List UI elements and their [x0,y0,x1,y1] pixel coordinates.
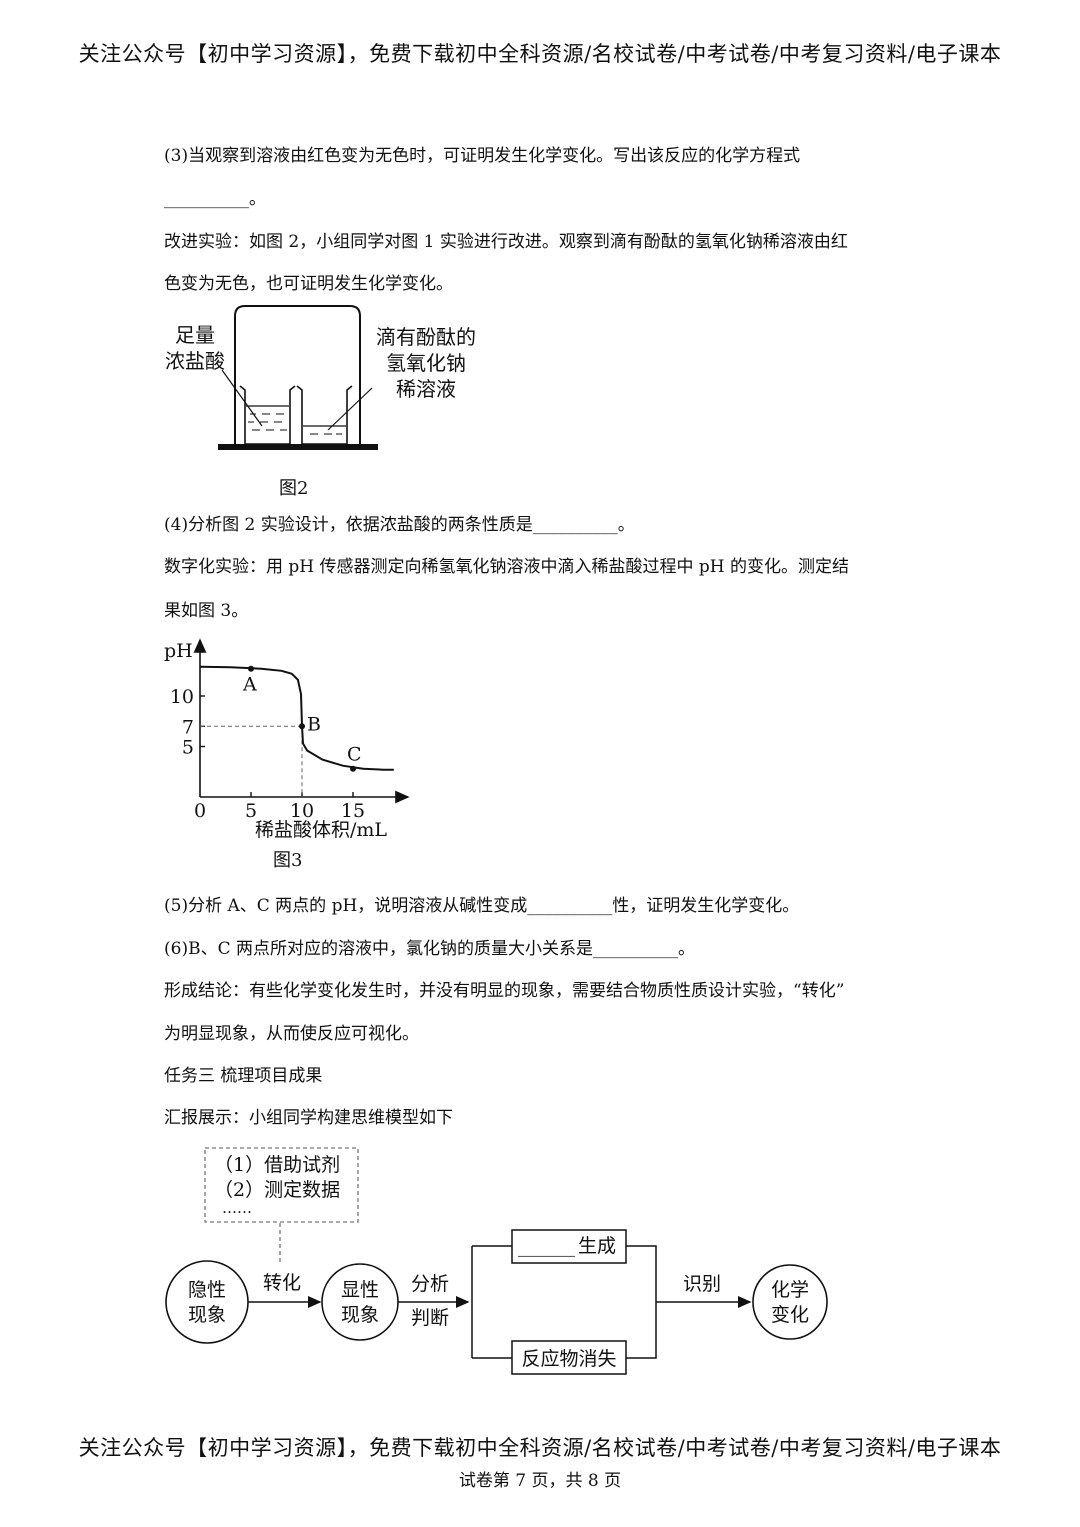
figure-2-apparatus: 足量 浓盐酸 滴有酚酞的 氢氧化钠 稀溶液 [165,305,476,450]
digital-text-1: 数字化实验：用 pH 传感器测定向稀氢氧化钠溶液中滴入稀盐酸过程中 pH 的变化… [164,557,850,577]
bottom-banner: 关注公众号【初中学习资源】，免费下载初中全科资源/名校试卷/中考试卷/中考复习资… [78,1436,1002,1460]
y-tick-label: 7 [182,716,194,738]
conclusion-text-2: 为明显现象，从而使反应可视化。 [164,1024,419,1044]
point-label-c: C [347,744,362,766]
y-tick-label: 5 [182,737,194,759]
improve-text-2: 色变为无色，也可证明发生化学变化。 [164,274,453,294]
point-c [350,765,356,772]
ph-curve [199,665,394,771]
method-1: （1）借助试剂 [214,1154,340,1176]
left-beaker [239,385,296,445]
transform-label: 转化 [263,1272,301,1294]
bell-jar [234,305,361,446]
dashed-method-box [204,1147,359,1223]
conclusion-text-1: 形成结论：有些化学变化发生时，并没有明显的现象，需要结合物质性质设计实验，“转化… [164,981,845,1001]
chemical-change-circle [752,1264,828,1340]
visible-2: 现象 [341,1304,379,1326]
task-3-heading: 任务三 梳理项目成果 [164,1066,323,1086]
method-3: …… [222,1199,252,1217]
point-label-a: A [242,674,257,696]
visible-phenomenon-circle [321,1263,399,1341]
product-label: 生成 [578,1235,616,1257]
label-naoh-1: 滴有酚酞的 [376,325,476,349]
thinking-model-diagram: （1）借助试剂 （2）测定数据 …… 隐性 现象 转化 显性 现象 分析 判断 … [165,1147,828,1375]
label-concentrated-hcl-2: 浓盐酸 [165,349,225,373]
x-axis-label: 稀盐酸体积/mL [255,819,387,841]
hidden-phenomenon-circle [165,1260,249,1344]
label-concentrated-hcl-1: 足量 [175,323,215,347]
visible-1: 显性 [341,1279,379,1301]
analyze-1: 分析 [411,1273,449,1295]
top-banner: 关注公众号【初中学习资源】，免费下载初中全科资源/名校试卷/中考试卷/中考复习资… [78,42,1002,66]
base-plate [218,444,378,450]
question-3: (3)当观察到溶液由红色变为无色时，可证明发生化学变化。写出该反应的化学方程式 [164,146,801,166]
right-beaker [296,385,353,445]
figure-2-caption: 图2 [279,478,309,499]
hidden-1: 隐性 [188,1279,226,1301]
point-a [248,665,254,672]
chem-2: 变化 [771,1304,809,1326]
x-tick-label: 15 [341,800,365,822]
method-2: （2）测定数据 [214,1179,340,1201]
hidden-2: 现象 [188,1304,226,1326]
x-tick-label: 5 [245,800,257,822]
digital-text-2: 果如图 3。 [164,601,249,621]
question-6: (6)B、C 两点所对应的溶液中，氯化钠的质量大小关系是__________。 [164,939,695,959]
x-tick-label: 10 [290,800,314,822]
report-text: 汇报展示：小组同学构建思维模型如下 [164,1108,453,1128]
chem-1: 化学 [771,1279,809,1301]
y-axis-label: pH [164,640,193,662]
label-naoh-3: 稀溶液 [396,377,456,401]
improve-text-1: 改进实验：如图 2，小组同学对图 1 实验进行改进。观察到滴有酚酞的氢氧化钠稀溶… [164,232,848,252]
x-tick-label: 0 [194,800,206,822]
figure-3-caption: 图3 [273,850,303,871]
y-tick-label: 10 [170,686,194,708]
product-blank: ______ [518,1235,576,1257]
label-naoh-2: 氢氧化钠 [386,351,466,375]
identify-label: 识别 [683,1273,721,1295]
analyze-2: 判断 [411,1307,449,1329]
question-5: (5)分析 A、C 两点的 pH，说明溶液从碱性变成__________性，证明… [164,896,800,916]
point-b [299,723,305,730]
reactant-label: 反应物消失 [521,1348,616,1370]
point-label-b: B [307,713,321,735]
question-4: (4)分析图 2 实验设计，依据浓盐酸的两条性质是__________。 [164,515,635,535]
question-3-blank: __________。 [164,189,266,209]
page-number: 试卷第 7 页，共 8 页 [458,1471,622,1491]
